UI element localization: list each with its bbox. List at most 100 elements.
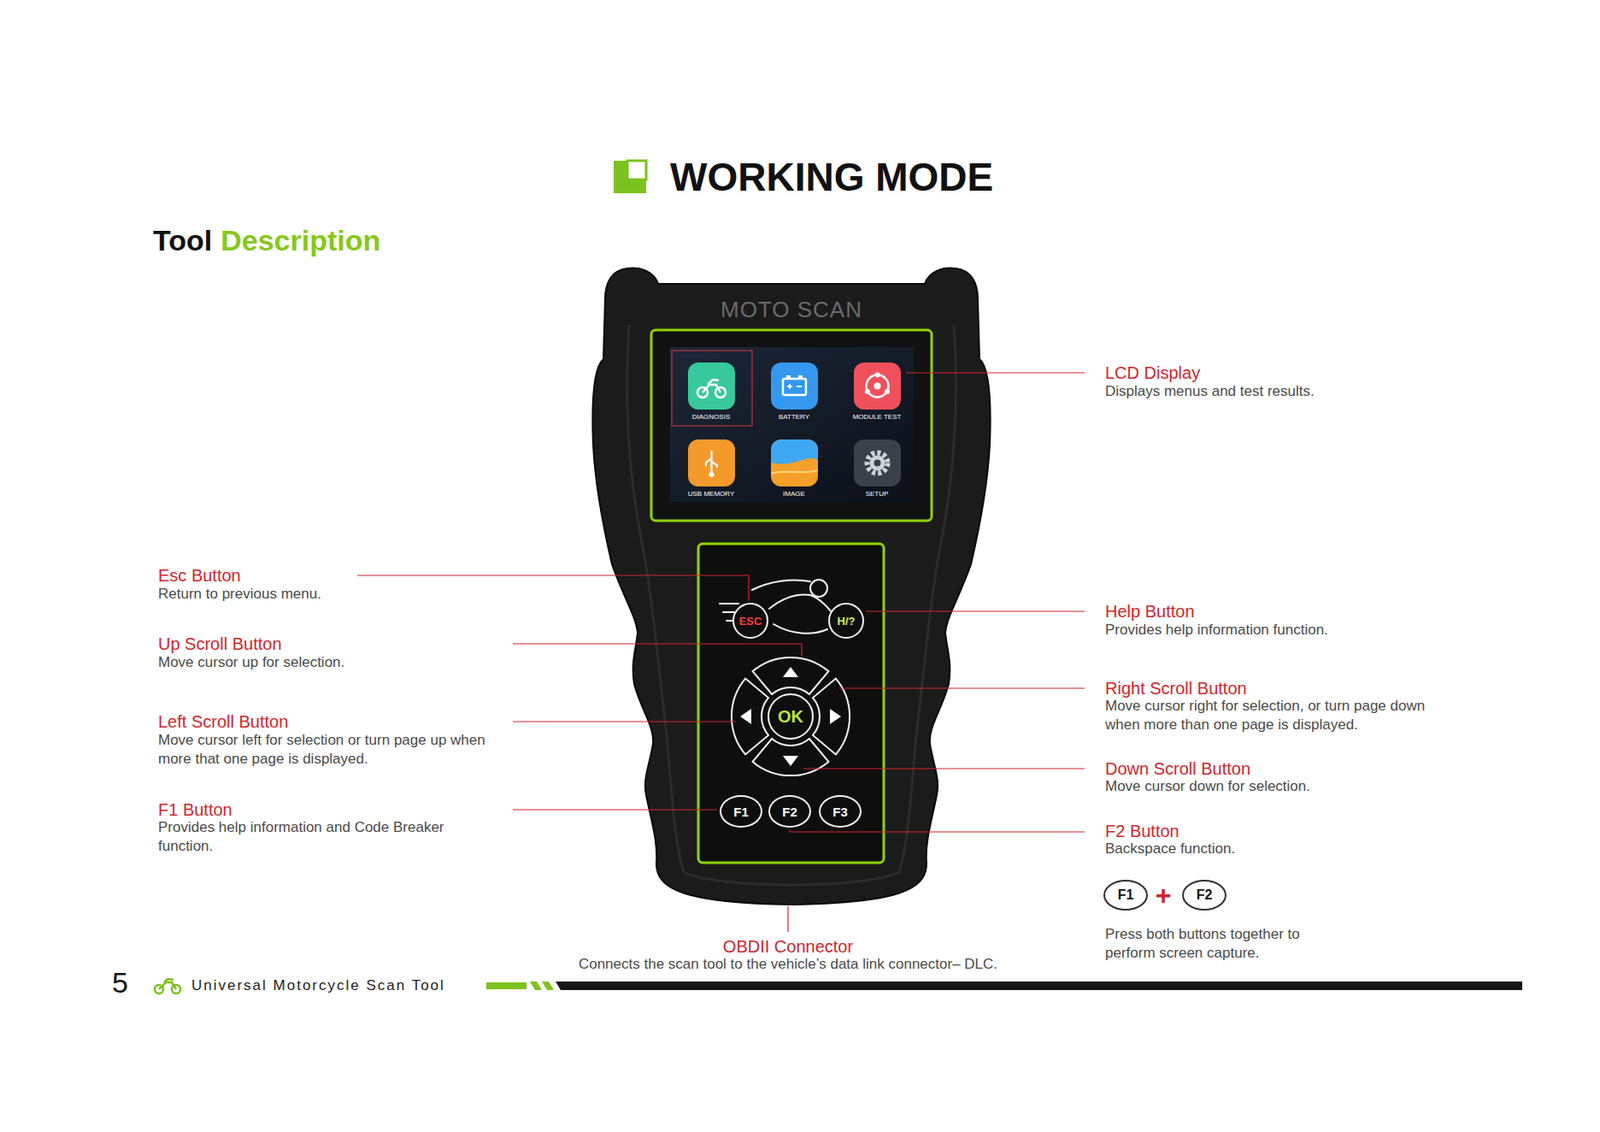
footer-slash <box>541 981 554 990</box>
key-symbol: F2 <box>1182 879 1227 911</box>
core <box>873 382 881 390</box>
node-dot <box>864 388 871 395</box>
device-face <box>627 324 957 885</box>
button-label: F2 <box>782 804 798 819</box>
menu-icon: SETUP <box>836 439 918 499</box>
icon-tile <box>688 439 736 487</box>
rider-helmet <box>810 579 828 597</box>
device-body <box>592 268 990 905</box>
selection-frame <box>671 350 753 426</box>
icon-glyph <box>782 375 806 395</box>
leader-line <box>865 610 1085 612</box>
icon-glyph <box>864 372 890 398</box>
icon-label: DIAGNOSIS <box>670 412 752 422</box>
leader-line <box>803 767 1085 769</box>
right-arrow <box>829 708 842 724</box>
icon-tile <box>688 362 736 410</box>
callout-title: OBDII Connector <box>723 936 853 957</box>
leader-line <box>512 720 736 722</box>
frame <box>702 379 721 393</box>
arrow-symbols <box>740 666 842 766</box>
lcd-display <box>670 347 914 502</box>
footer-text: Universal Motorcycle Scan Tool <box>191 976 446 995</box>
button-label: H/? <box>837 614 856 628</box>
callout-title: Up Scroll Button <box>158 634 283 654</box>
footer-green-bar <box>486 982 527 989</box>
up-arrow <box>782 666 799 677</box>
callout-text: Move cursor right for selection, or turn… <box>1105 696 1448 735</box>
bike-line <box>773 623 828 634</box>
node-dot <box>874 372 880 378</box>
left-scroll-button <box>731 678 769 755</box>
node-dot <box>884 388 890 395</box>
rider-back <box>752 579 811 590</box>
leader-line <box>512 643 802 657</box>
battery-case <box>782 378 806 395</box>
callout-title: Down Scroll Button <box>1105 758 1251 779</box>
callout-text: Displays menus and test results. <box>1105 382 1465 401</box>
keypad-panel <box>698 543 884 863</box>
icon-tile <box>853 362 901 410</box>
leader-line <box>512 808 718 810</box>
callout-text: Backspace function. <box>1105 839 1465 859</box>
footer-black-bar <box>555 981 1523 990</box>
leader-line <box>789 829 1085 832</box>
title-mark-notch <box>627 160 647 180</box>
title-mark <box>613 160 647 194</box>
icon-square <box>688 362 736 410</box>
icon-square <box>853 439 901 487</box>
callout-text: Connects the scan tool to the vehicle’s … <box>578 954 998 974</box>
polarity <box>787 383 802 389</box>
page-title: WORKING MODE <box>670 157 994 197</box>
d-pad <box>731 657 850 776</box>
leader-line <box>787 905 789 932</box>
brand-name: MOTO SCAN <box>720 296 863 323</box>
callout-title: Right Scroll Button <box>1105 678 1248 699</box>
section-heading: Description <box>220 223 381 257</box>
bike-frame <box>158 978 177 989</box>
sky-wave <box>770 439 818 465</box>
function-key: F1 <box>719 794 763 828</box>
usb-symbol <box>705 450 718 474</box>
icon-square <box>688 439 736 487</box>
screen-frame <box>651 329 932 521</box>
button-label: OK <box>777 706 804 727</box>
hill-line <box>770 470 818 474</box>
icon-square <box>853 362 901 410</box>
menu-icon: IMAGE <box>753 439 835 499</box>
icon-tile <box>770 362 818 410</box>
callout-text: Return to previous menu. <box>158 584 509 604</box>
callout-text: Press both buttons together to perform s… <box>1105 924 1353 963</box>
left-arrow <box>740 708 752 724</box>
terminal <box>786 375 791 379</box>
button-label: F2 <box>1196 887 1213 903</box>
gear-hole <box>873 459 881 467</box>
icon-square <box>770 439 818 487</box>
menu-icon: DIAGNOSIS <box>670 362 752 422</box>
callout-title: Help Button <box>1105 601 1195 622</box>
menu-icon: MODULE TEST <box>836 362 918 422</box>
function-key: F2 <box>768 794 812 828</box>
up-scroll-button <box>752 657 830 695</box>
gear-body <box>869 455 885 471</box>
down-scroll-button <box>752 738 830 776</box>
help-button: H/? <box>828 602 865 639</box>
callout-text: Provides help information and Code Break… <box>158 817 500 856</box>
icon-label: SETUP <box>836 489 918 499</box>
callout-title: Left Scroll Button <box>158 711 289 732</box>
menu-icon: BATTERY <box>753 362 835 422</box>
callout-text: Provides help information function. <box>1105 620 1465 640</box>
icon-label: IMAGE <box>753 489 835 499</box>
icon-glyph <box>697 379 726 398</box>
icon-glyph <box>705 450 718 477</box>
button-label: F1 <box>733 804 749 819</box>
leader-line <box>357 575 749 601</box>
down-arrow <box>782 755 799 766</box>
ok-button: OK <box>767 693 814 740</box>
plus-sign: + <box>1155 879 1172 911</box>
callout-title: F1 Button <box>158 800 233 820</box>
section-heading: Tool <box>152 223 212 257</box>
callout-title: F2 Button <box>1105 821 1180 842</box>
icon-tile <box>853 439 901 487</box>
